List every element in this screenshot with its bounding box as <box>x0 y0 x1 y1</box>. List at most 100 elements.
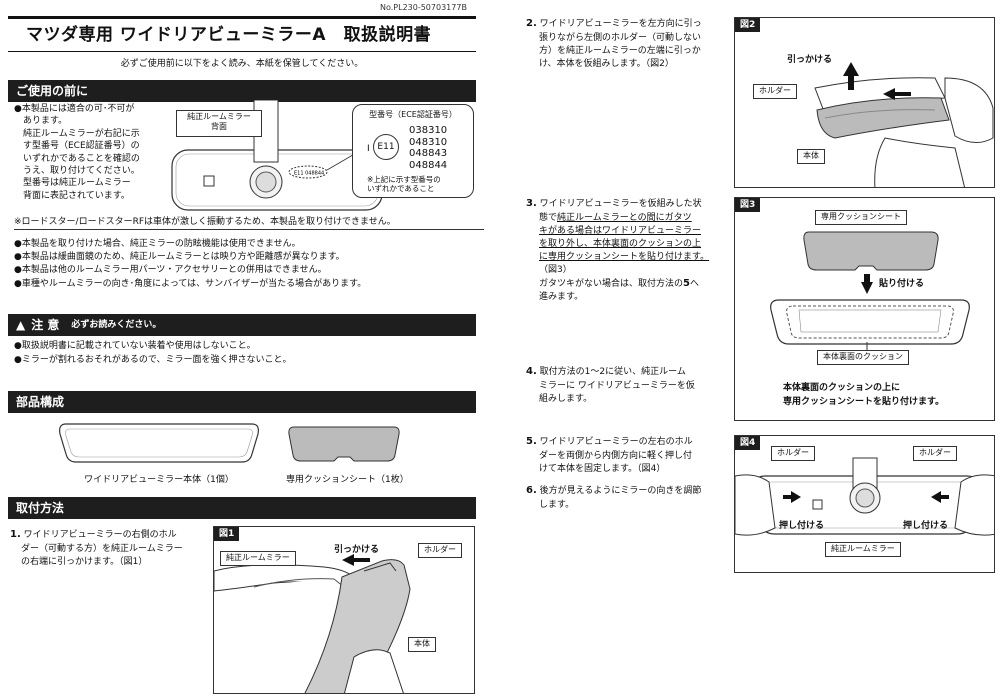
figure-3: 図3 専用クッションシート 貼り付ける 本体裏面のクッション 本体裏面のクッショ… <box>734 197 995 421</box>
step-text: ミラーに ワイドリアビューミラーを仮 <box>539 380 695 391</box>
plate-text: E11 048844 <box>294 171 324 177</box>
usage-note: ●本製品は緩曲面鏡のため、純正ルームミラーとは映り方や距離感が異なります。 <box>14 252 345 263</box>
usage-note: ●車種やルームミラーの向き･角度によっては、サンバイザーが当たる場合があります。 <box>14 278 367 289</box>
section-before-use: ご使用の前に <box>8 80 476 103</box>
caution-heading: 注 意 <box>31 318 60 332</box>
mirror-part-label: ワイドリアビューミラー本体（1個） <box>84 475 234 485</box>
usage-notes: ●本製品を取り付けた場合、純正ミラーの防眩機能は使用できません。 ●本製品は緩曲… <box>14 238 366 291</box>
step-text: ガタツキがない場合は、取付方法の <box>539 278 684 289</box>
figure-2-holder-label: ホルダー <box>753 84 797 99</box>
step-text-underlined: を取り外し、本体裏面のクッションの上 <box>539 238 702 249</box>
compat-line: 型番号は純正ルームミラー <box>23 178 131 189</box>
step-text: （図3） <box>539 264 572 275</box>
compat-text: ●本製品には適合の可･不可が あります。 純正ルームミラーが右記に示 す型番号（… <box>14 103 164 202</box>
step-ref: 5 <box>683 277 690 289</box>
section-parts: 部品構成 <box>8 391 476 414</box>
warning-icon: ▲ <box>16 318 26 332</box>
step-number: 6. <box>526 485 537 496</box>
install-step-2: 2. ワイドリアビューミラーを左方向に引っ 張りながら左側のホルダー（可動しない… <box>526 17 726 71</box>
caution-item: ●取扱説明書に記載されていない装着や使用はしないこと。 <box>14 341 256 351</box>
step-text: け、本体を仮組みします。（図2） <box>539 58 674 69</box>
figure-3-caption-line: 本体裏面のクッションの上に <box>783 383 901 393</box>
step-text: ワイドリアビューミラーの左右のホル <box>539 437 693 447</box>
figure-4-push-right-label: 押し付ける <box>903 521 949 531</box>
model-number-box: 型番号（ECE認証番号） I E11 038310 048310 048843 … <box>352 104 474 198</box>
document-number: No.PL230-50703177B <box>380 3 467 12</box>
compat-line: あります。 <box>23 116 68 127</box>
usage-note: ●本製品は他のルームミラー用パーツ・アクセサリーとの併用はできません。 <box>14 265 327 276</box>
model-number: 048843 <box>409 148 448 160</box>
page-title: マツダ専用 ワイドリアビューミラーA 取扱説明書 <box>8 16 476 52</box>
figure-1: 図1 純正ルームミラー 引っかける ホルダー 本体 <box>213 526 475 694</box>
figure-4-mirror-label: 純正ルームミラー <box>825 542 901 557</box>
figure-2-body-label: 本体 <box>797 149 825 164</box>
model-number-list: 038310 048310 048843 048844 <box>409 125 447 171</box>
figure-3-attach-label: 貼り付ける <box>879 279 925 289</box>
step-text: 進みます。 <box>539 292 584 303</box>
step-text: ワイドリアビューミラーの右側のホル <box>23 530 177 540</box>
step-text: 態で <box>539 212 558 223</box>
figure-4-holder-left-label: ホルダー <box>771 446 815 461</box>
mirror-part-illustration <box>59 423 259 463</box>
figure-3-caption: 本体裏面のクッションの上に 専用クッションシートを貼り付けます。 <box>783 382 944 409</box>
caution-sub: 必ずお読みください。 <box>71 320 162 331</box>
figure-1-body-label: 本体 <box>408 637 436 652</box>
figure-3-illustration <box>770 231 970 350</box>
usage-note: ●本製品を取り付けた場合、純正ミラーの防眩機能は使用できません。 <box>14 239 301 249</box>
figure-3-tag: 図3 <box>735 198 761 213</box>
step-text: の右端に引っかけます。（図1） <box>21 556 148 567</box>
step-text: 後方が見えるようにミラーの向きを調節 <box>539 486 702 496</box>
figure-4-illustration <box>735 457 994 536</box>
step-text: 組みします。 <box>539 393 593 404</box>
step-number: 2. <box>526 18 537 29</box>
figure-1-holder-label: ホルダー <box>418 543 462 558</box>
step-text-underlined: 純正ルームミラーとの間にガタツ <box>557 212 692 223</box>
model-prefix: I <box>367 144 370 154</box>
model-number-note: ※上記に示す型番号の いずれかであること <box>367 175 441 193</box>
step-text: 方）を純正ルームミラーの左端に引っか <box>539 45 701 56</box>
compat-line: す型番号（ECE認証番号）の <box>23 141 140 152</box>
compat-line: 純正ルームミラーが右記に示 <box>23 128 140 139</box>
cushion-sheet-illustration <box>288 426 400 462</box>
compat-line: いずれかであることを確認の <box>23 153 140 164</box>
step-number: 4. <box>526 366 537 377</box>
install-step-4: 4. 取付方法の1～2に従い、純正ルーム ミラーに ワイドリアビューミラーを仮 … <box>526 365 726 406</box>
mirror-back-label: 純正ルームミラー 背面 <box>176 110 262 137</box>
model-number: 038310 <box>409 125 448 136</box>
figure-4-push-left-label: 押し付ける <box>779 521 825 531</box>
step-number: 5. <box>526 436 537 447</box>
figure-1-tag: 図1 <box>214 527 240 542</box>
figure-1-hook-label: 引っかける <box>334 545 380 555</box>
figure-3-caption-line: 専用クッションシートを貼り付けます。 <box>783 396 945 407</box>
ece-mark: E11 <box>373 134 399 160</box>
step-text: ワイドリアビューミラーを左方向に引っ <box>539 19 702 29</box>
figure-4-holder-right-label: ホルダー <box>913 446 957 461</box>
step-text: 張りながら左側のホルダー（可動しない <box>539 32 702 43</box>
section-install: 取付方法 <box>8 497 476 520</box>
figure-4-tag: 図4 <box>735 436 761 451</box>
step-text: ダーを両側から内側方向に軽く押し付 <box>539 450 693 461</box>
figure-2-tag: 図2 <box>735 18 761 33</box>
section-caution: ▲ 注 意 必ずお読みください。 <box>8 314 476 337</box>
install-step-1: 1. ワイドリアビューミラーの右側のホル ダー（可動する方）を純正ルームミラー … <box>10 528 210 569</box>
step-text: ワイドリアビューミラーを仮組みした状 <box>539 199 702 209</box>
model-number-title: 型番号（ECE認証番号） <box>369 110 457 119</box>
roadster-note: ※ロードスター/ロードスターRFは車体が激しく振動するため、本製品を取り付けでき… <box>14 216 484 231</box>
install-step-6: 6. 後方が見えるようにミラーの向きを調節 します。 <box>526 484 726 512</box>
figure-2: 図2 引っかける ホルダー 本体 <box>734 17 995 188</box>
mirror-back-illustration: E11 048844 <box>171 100 383 211</box>
figure-2-hook-label: 引っかける <box>787 55 833 65</box>
step-text: します。 <box>539 499 575 510</box>
caution-item: ●ミラーが割れるおそれがあるので、ミラー面を強く押さないこと。 <box>14 355 292 366</box>
model-number: 048844 <box>409 159 448 171</box>
install-step-5: 5. ワイドリアビューミラーの左右のホル ダーを両側から内側方向に軽く押し付 け… <box>526 435 726 476</box>
compat-line: ●本製品には適合の可･不可が <box>14 104 135 114</box>
figure-4: 図4 ホルダー ホルダー 押し付ける 押し付ける 純正ルームミラー <box>734 435 995 573</box>
figure-3-cushion-label: 本体裏面のクッション <box>817 350 909 365</box>
cushion-sheet-label: 専用クッションシート（1枚） <box>286 475 409 485</box>
step-number: 1. <box>10 529 21 540</box>
step-number: 3. <box>526 198 537 209</box>
figure-3-sheet-label: 専用クッションシート <box>815 210 907 225</box>
compat-line: うえ、取り付けてください。 <box>23 166 140 177</box>
compat-line: 背面に表記されています。 <box>23 190 130 201</box>
